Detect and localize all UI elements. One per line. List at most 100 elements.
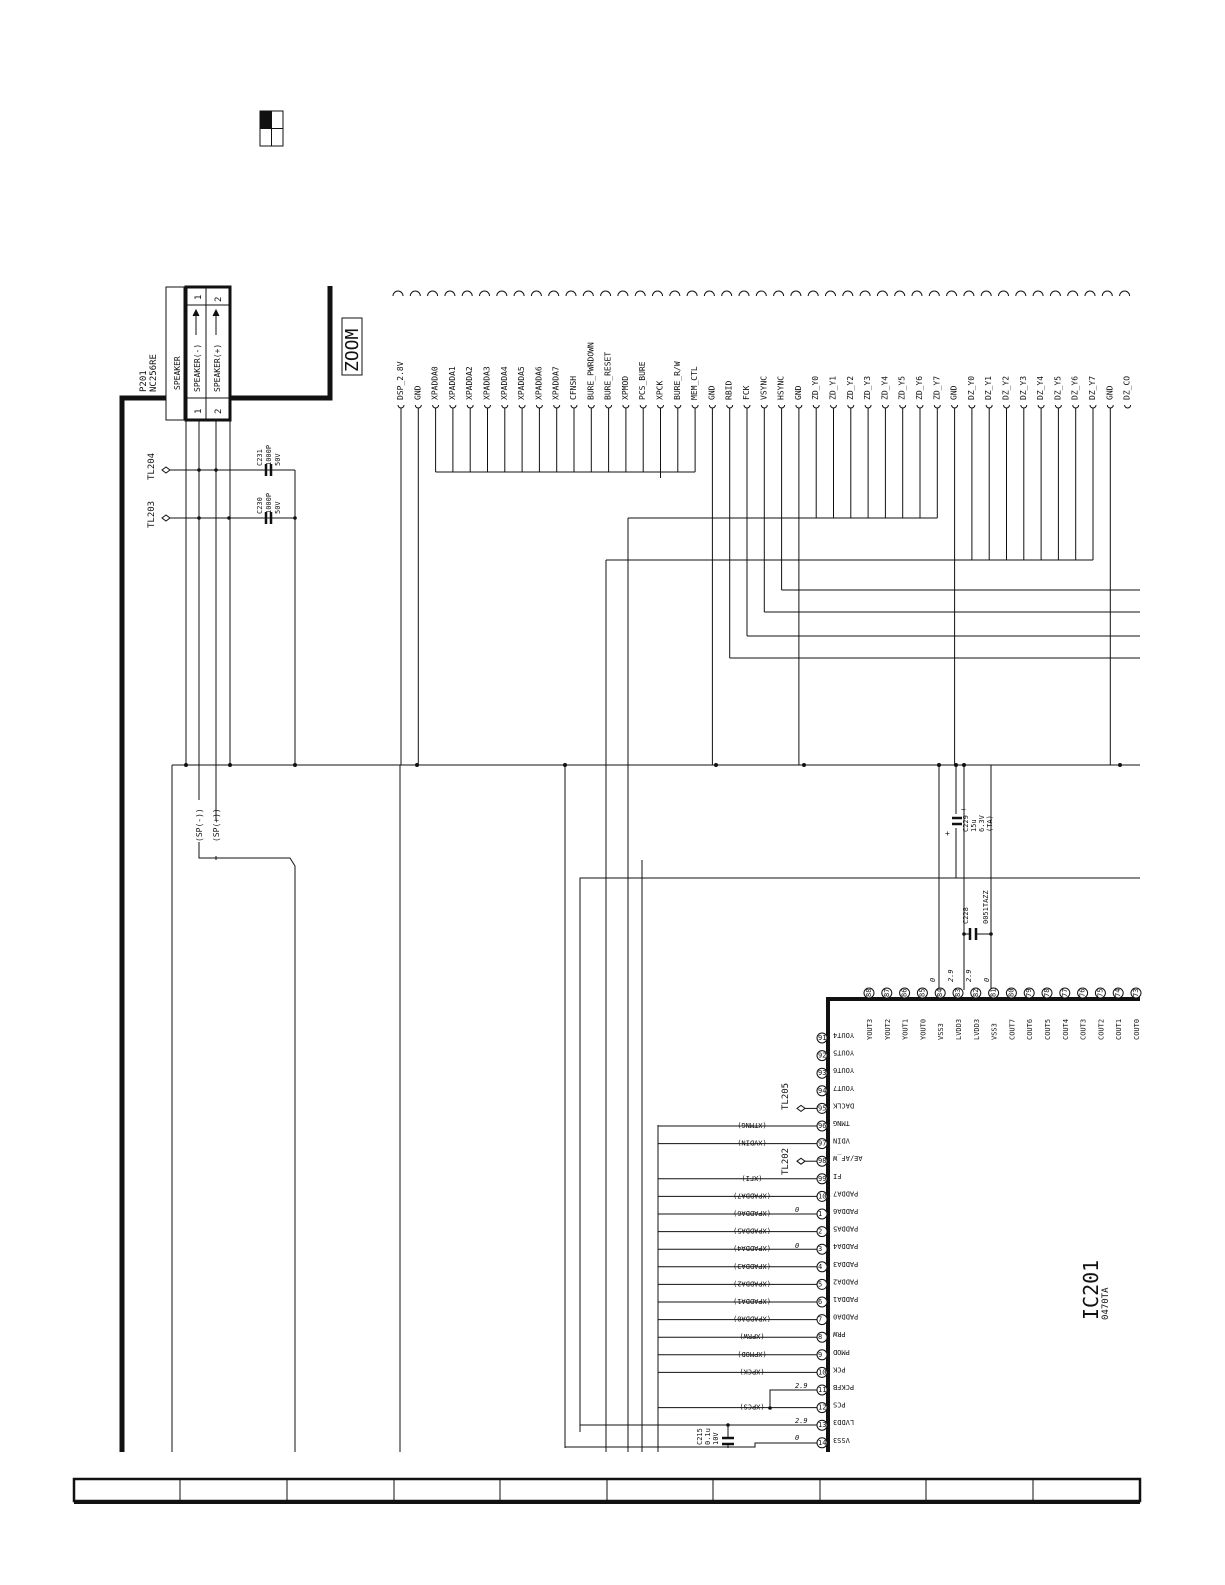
signal-label-30: ZD_Y6 xyxy=(915,376,924,400)
c230-ref: C230 xyxy=(256,497,264,514)
svg-text:YOUT0: YOUT0 xyxy=(919,1019,927,1040)
svg-text:(XPCK): (XPCK) xyxy=(739,1367,764,1375)
bus-frame-left xyxy=(119,395,166,1452)
signal-wires xyxy=(400,408,1140,765)
c229-type: (TA) xyxy=(986,815,994,832)
connector-pin1-num-top: 1 xyxy=(194,295,204,300)
signal-label-14: PCS_BURE xyxy=(638,361,647,400)
cap-c230: C230 1000P 50V xyxy=(256,493,282,524)
svg-text:PADDA5: PADDA5 xyxy=(833,1225,858,1233)
connector-pin1-label: SPEAKER(-) xyxy=(193,344,202,392)
speaker-wires: (SP(-)) (SP(+)) xyxy=(171,420,297,1452)
svg-text:1: 1 xyxy=(818,1210,822,1218)
connector-pin2-label: SPEAKER(+) xyxy=(213,344,222,392)
svg-text:VSS3: VSS3 xyxy=(991,1023,999,1040)
ic201-part: 0470TA xyxy=(1101,1287,1111,1320)
svg-text:COUT4: COUT4 xyxy=(1062,1019,1070,1040)
c230-voltage: 50V xyxy=(274,501,282,514)
signal-label-13: XPMOD xyxy=(621,376,630,400)
c229-minus: − xyxy=(961,805,966,814)
svg-text:(XPMOD): (XPMOD) xyxy=(737,1350,767,1358)
ic201-ref: IC201 xyxy=(1079,1260,1103,1320)
signal-bubble xyxy=(496,290,508,297)
signal-bubble xyxy=(409,290,421,297)
signal-bubble xyxy=(876,290,888,297)
c231-value: 1000P xyxy=(265,445,273,466)
signal-bubble xyxy=(703,290,715,297)
signal-label-cap xyxy=(1054,404,1062,409)
c229-value: 15u xyxy=(970,819,978,832)
signal-bubble xyxy=(392,290,404,297)
svg-text:COUT3: COUT3 xyxy=(1080,1019,1088,1040)
signal-bubble xyxy=(669,290,681,297)
svg-text:PADDA2: PADDA2 xyxy=(833,1277,858,1285)
sp-minus-label: (SP(-)) xyxy=(195,808,204,842)
svg-text:73: 73 xyxy=(1132,989,1140,997)
svg-text:(XPADDA2): (XPADDA2) xyxy=(733,1279,771,1287)
ic-left-volt-4: 0 xyxy=(795,1434,799,1442)
cap-c228: C228 0051TAZZ xyxy=(962,890,993,940)
signal-label-cap xyxy=(760,404,768,409)
svg-text:2: 2 xyxy=(818,1228,822,1236)
svg-text:87: 87 xyxy=(883,989,891,997)
lower-verticals xyxy=(399,565,1140,1452)
signal-label-23: GND xyxy=(794,385,803,400)
signal-label-33: DZ_Y0 xyxy=(967,376,976,400)
connector-name: SPEAKER xyxy=(173,356,182,390)
svg-text:88: 88 xyxy=(865,989,873,997)
signal-bubble xyxy=(686,290,698,297)
signal-bubble xyxy=(427,290,439,297)
svg-text:VSS3: VSS3 xyxy=(937,1023,945,1040)
signal-bubble xyxy=(980,290,992,297)
svg-text:100: 100 xyxy=(818,1192,831,1200)
svg-text:6: 6 xyxy=(818,1298,822,1306)
svg-text:AE/AF_W: AE/AF_W xyxy=(832,1154,862,1162)
signal-bubble xyxy=(461,290,473,297)
svg-text:(XPRW): (XPRW) xyxy=(739,1332,764,1340)
svg-text:DACLK: DACLK xyxy=(832,1101,854,1109)
signal-label-cap xyxy=(899,404,907,409)
signal-label-38: DZ_Y5 xyxy=(1053,376,1062,400)
svg-text:(XPADDA7): (XPADDA7) xyxy=(733,1191,771,1199)
svg-text:96: 96 xyxy=(818,1122,826,1130)
signal-bubble xyxy=(963,290,975,297)
signal-label-31: ZD_Y7 xyxy=(932,376,941,400)
ic-left-pin-98: 98 AE/AF_W xyxy=(796,1154,863,1167)
svg-text:98: 98 xyxy=(818,1157,826,1165)
signal-bubble xyxy=(1119,290,1131,297)
signal-label-37: DZ_Y4 xyxy=(1036,376,1045,400)
svg-text:VDIN: VDIN xyxy=(833,1137,850,1145)
volt-pin82: 2.9 xyxy=(965,969,973,982)
signal-bubble xyxy=(1101,290,1113,297)
connector-part: NC256RE xyxy=(149,354,159,392)
test-points-left: TL204 TL203 xyxy=(147,453,295,528)
svg-text:PADDA3: PADDA3 xyxy=(833,1260,858,1268)
signal-bubble xyxy=(513,290,525,297)
svg-text:PADDA7: PADDA7 xyxy=(833,1189,858,1197)
c228-part: 0051TAZZ xyxy=(982,890,990,924)
signal-label-cap xyxy=(795,404,803,409)
signal-label-cap xyxy=(1106,404,1114,409)
zoom-box: ZOOM xyxy=(341,317,363,376)
signal-label-cap xyxy=(726,404,734,409)
svg-text:74: 74 xyxy=(1114,989,1122,997)
signal-label-19: RBID xyxy=(725,381,734,400)
c215-value: 0.1u xyxy=(704,1428,712,1445)
signal-label-cap xyxy=(657,404,664,409)
